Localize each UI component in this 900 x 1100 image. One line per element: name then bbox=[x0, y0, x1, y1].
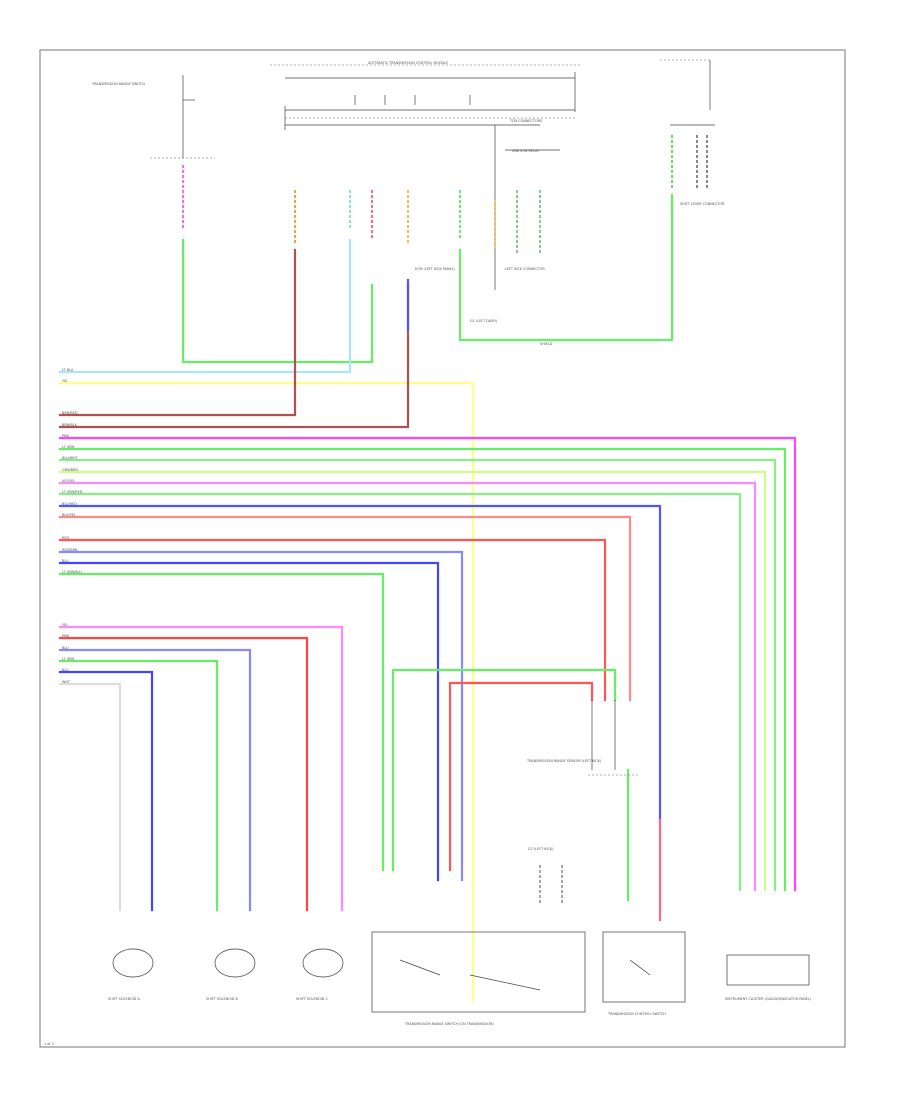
range-sensor-label: TRANSMISSION RANGE SENSOR (LEFT KICK) bbox=[526, 759, 602, 763]
solenoid-a-label: SHIFT SOLENOID A bbox=[108, 997, 140, 1001]
wire-label-11: BLU/RED bbox=[62, 502, 77, 506]
shield-label: SHIELD bbox=[540, 342, 553, 346]
wire-label-21: BLU bbox=[62, 668, 69, 672]
trans-range-switch-label: TRANSMISSION RANGE SWITCH (ON TRANSMISSI… bbox=[404, 1022, 494, 1026]
module-header: AUTOMATIC TRANSMISSION CONTROL MODULE bbox=[368, 61, 448, 65]
gauge-connector: SHIFT LEVER CONNECTOR LEFT KICK CONNECTO… bbox=[415, 59, 725, 346]
wire-label-20: LT GRN bbox=[62, 657, 75, 661]
wire-label-22: WHT bbox=[62, 680, 71, 684]
solenoid-b-icon bbox=[214, 948, 256, 978]
wire-label-9: VIO/YEL bbox=[62, 479, 75, 483]
wire-label-13: RED bbox=[62, 536, 69, 540]
trans-control-switch: TRANSMISSION CONTROL SWITCH bbox=[602, 931, 686, 1016]
instrument-cluster: INSTRUMENT CLUSTER (GAUGE/INDICATOR PANE… bbox=[725, 954, 812, 1001]
wire-label-10: LT GRN/RED bbox=[62, 490, 83, 494]
solenoid-a-icon bbox=[112, 948, 154, 978]
tcm-connector-label: TCM CONNECTORS bbox=[509, 119, 542, 123]
solenoid-c-icon bbox=[302, 948, 344, 978]
ground-left-kick-label: G2 (LEFT KICK) bbox=[528, 847, 554, 851]
footer-code: 1 of 2 bbox=[44, 1042, 54, 1046]
top-wire-stubs bbox=[182, 135, 708, 255]
trans-range-switch: TRANSMISSION RANGE SWITCH (ON TRANSMISSI… bbox=[371, 931, 586, 1026]
ground-ldash-label: G1 (LEFT DASH) bbox=[470, 319, 498, 323]
wire-label-2: YEL bbox=[62, 379, 68, 383]
nss-label: TRANSMISSION RANGE SWITCH bbox=[91, 82, 145, 86]
ignition-relay-label: IGNITION RELAY bbox=[512, 149, 540, 153]
wire-label-18: PNK bbox=[62, 634, 70, 638]
wire-label-5: PNK bbox=[62, 434, 70, 438]
range-sensor: TRANSMISSION RANGE SENSOR (LEFT KICK) G2… bbox=[526, 700, 640, 905]
solenoid-c-label: SHIFT SOLENOID C bbox=[296, 997, 328, 1001]
wire-label-15: BLU bbox=[62, 559, 69, 563]
tcm-module: AUTOMATIC TRANSMISSION CONTROL MODULE TC… bbox=[270, 61, 580, 290]
wire-label-4: BRN/BLK bbox=[62, 423, 78, 427]
wire-label-16: LT GRN/BLU bbox=[62, 570, 82, 574]
solenoid-a: SHIFT SOLENOID A bbox=[108, 948, 154, 1001]
wire-label-8: GRN/BRN bbox=[62, 468, 78, 472]
wire-label-7: BLU/WHT bbox=[62, 456, 79, 460]
trans-control-switch-label: TRANSMISSION CONTROL SWITCH bbox=[607, 1012, 666, 1016]
wire-label-19: BLU bbox=[62, 646, 69, 650]
wire-label-14: RED/BRN bbox=[62, 548, 78, 552]
left-wire-labels: LT BLU YEL BRN/RED BRN/BLK PNK LT GRN BL… bbox=[62, 368, 83, 684]
wire-label-3: BRN/RED bbox=[62, 411, 78, 415]
instrument-cluster-label: INSTRUMENT CLUSTER (GAUGE/INDICATOR PANE… bbox=[725, 997, 812, 1001]
neutral-safety-switch: TRANSMISSION RANGE SWITCH bbox=[91, 75, 215, 159]
left-kick-connector-label: LEFT KICK CONNECTOR bbox=[505, 267, 545, 271]
wire-label-6: LT GRN bbox=[62, 445, 75, 449]
shift-lever-connector-label: SHIFT LEVER CONNECTOR bbox=[680, 202, 725, 206]
harness-wires bbox=[58, 193, 797, 1002]
solenoid-c: SHIFT SOLENOID C bbox=[296, 948, 344, 1001]
solenoid-b: SHIFT SOLENOID B bbox=[206, 948, 256, 1001]
diagram-frame bbox=[39, 49, 846, 1048]
wire-label-17: YEL bbox=[62, 623, 68, 627]
solenoid-b-label: SHIFT SOLENOID B bbox=[206, 997, 238, 1001]
ecm-label: ECM (LEFT KICK PANEL) bbox=[415, 267, 456, 271]
wire-label-12: BLU/YEL bbox=[62, 513, 76, 517]
wire-label-1: LT BLU bbox=[62, 368, 74, 372]
